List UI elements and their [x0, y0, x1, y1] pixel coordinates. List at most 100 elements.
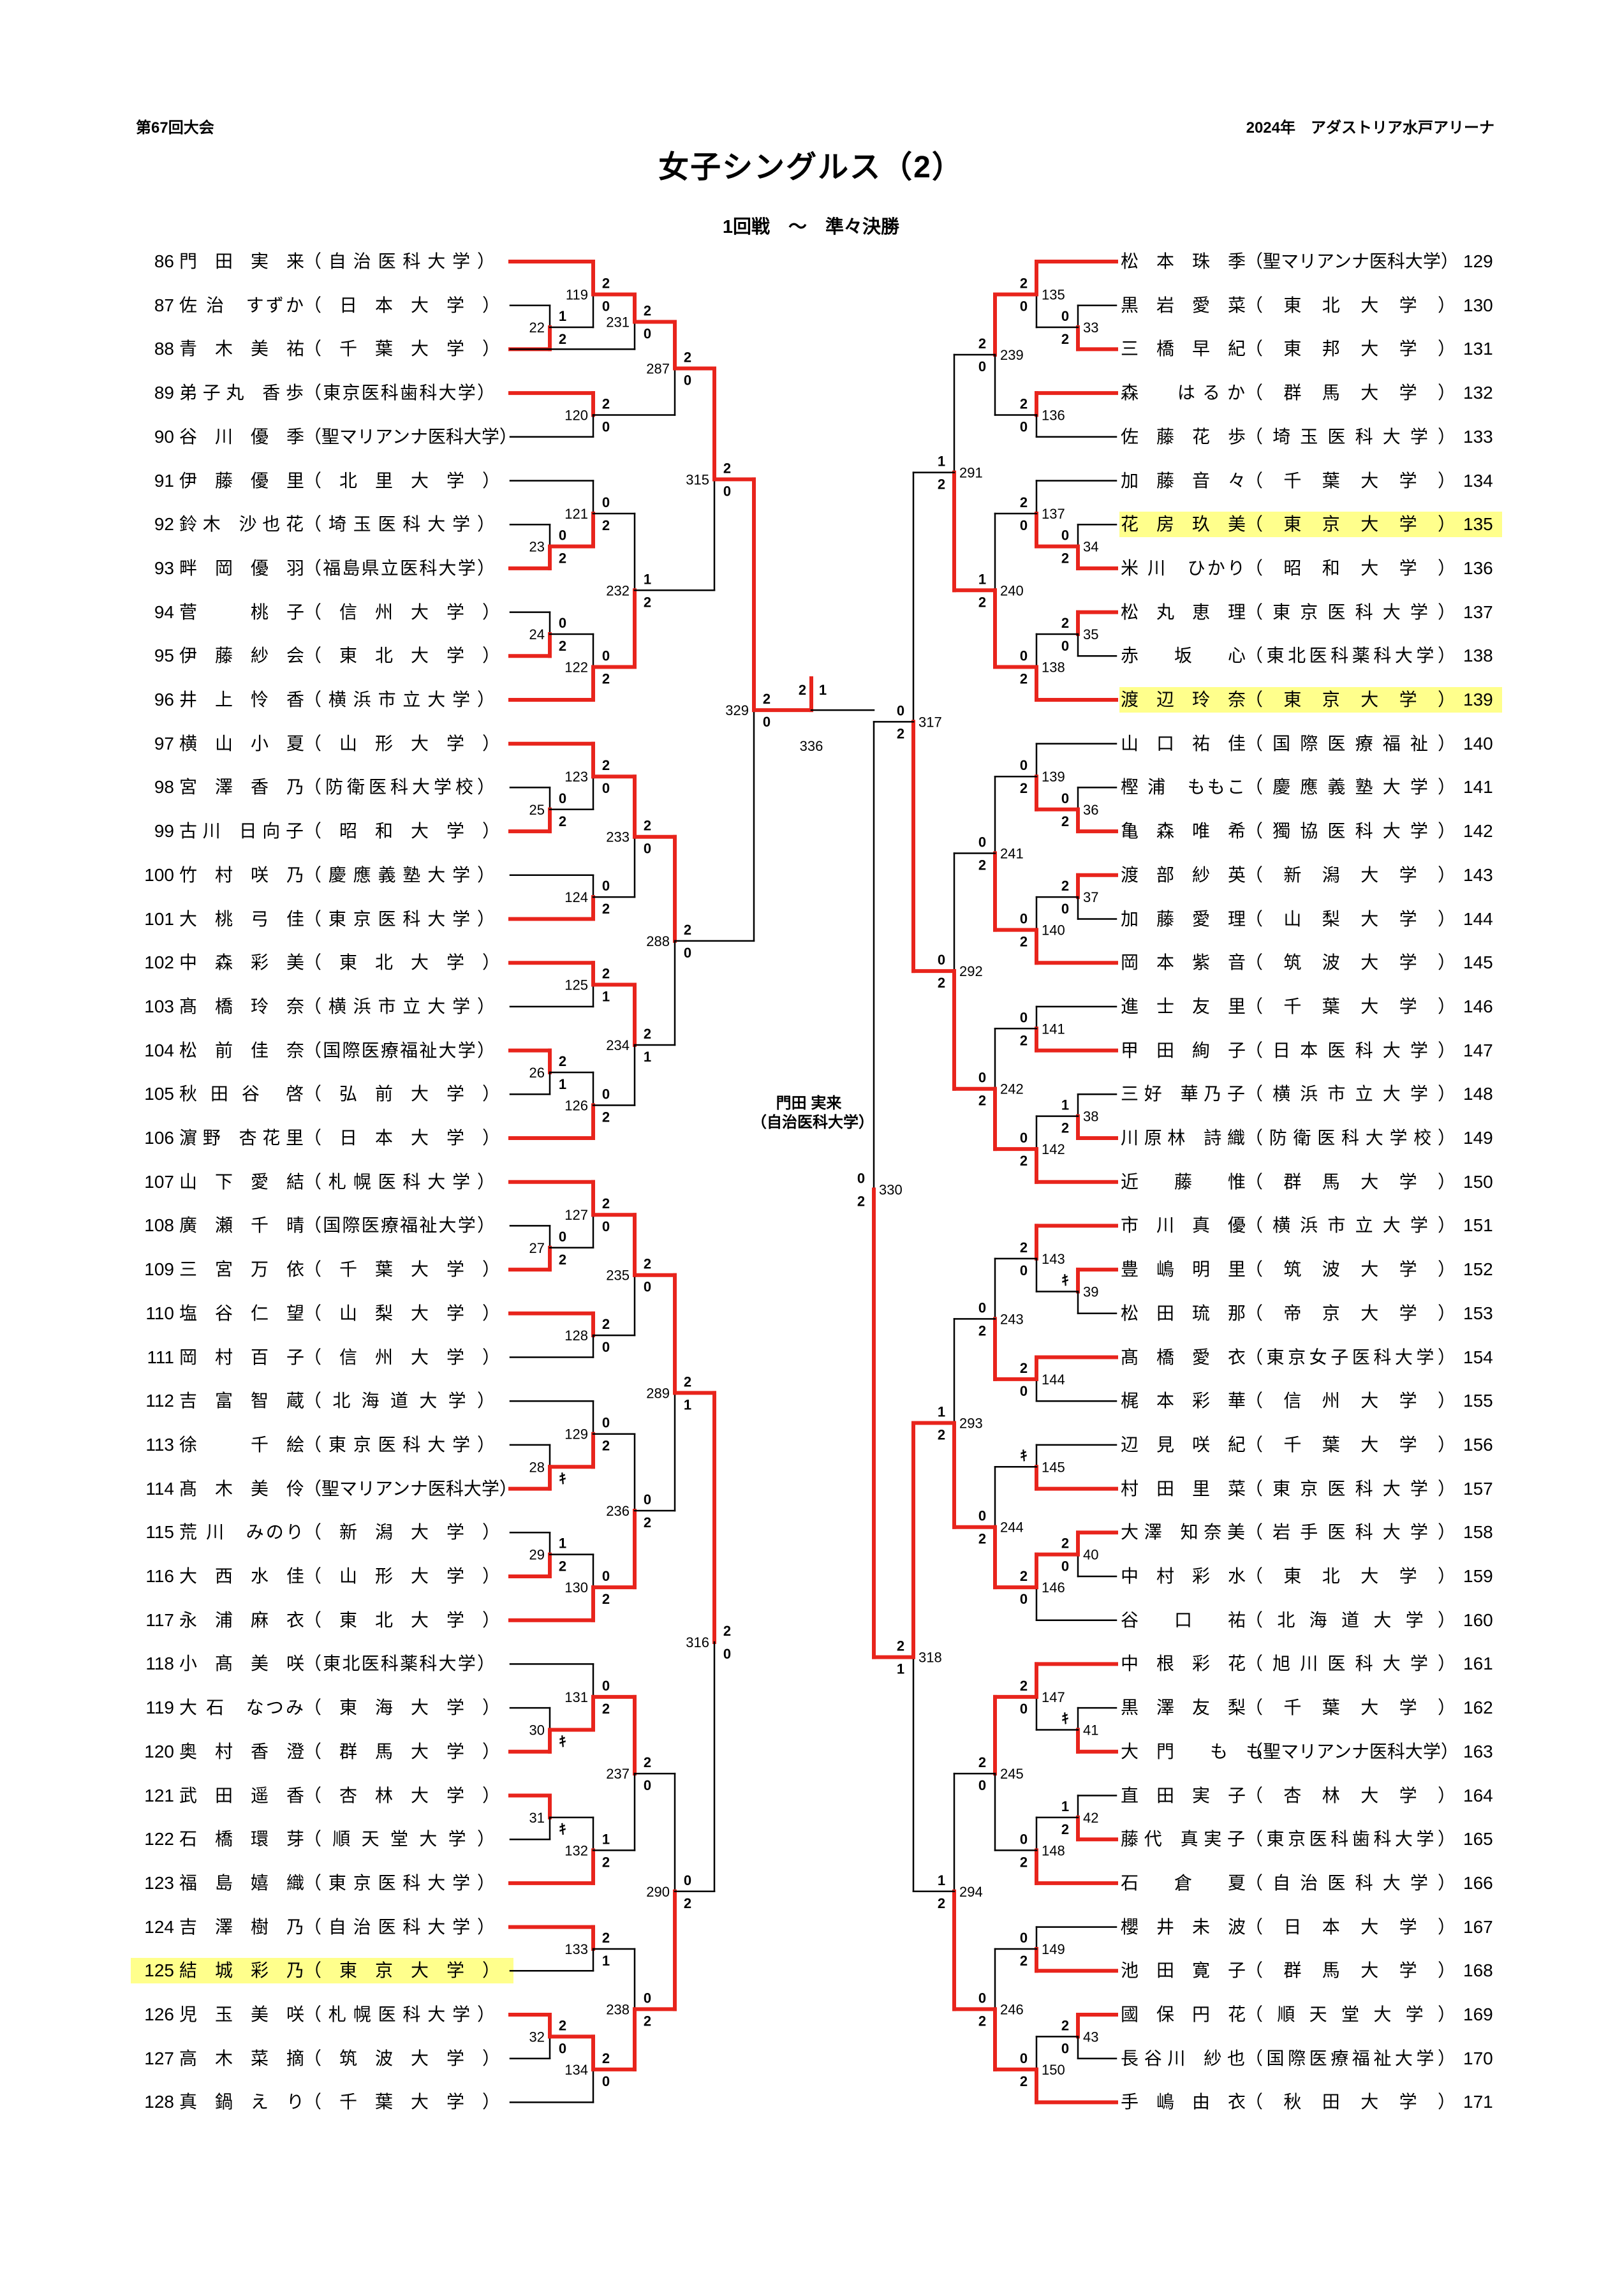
- score-bottom: 2: [602, 1591, 610, 1607]
- score-bottom: 0: [644, 1777, 651, 1793]
- match-number: 288: [646, 933, 670, 949]
- player-university: （ 岩 手 医 科 大 学 ）: [1245, 1522, 1456, 1543]
- score-top: 1: [559, 308, 566, 324]
- player-name: 米 川 ひかり: [1121, 558, 1245, 578]
- right-player-row: 渡 部 紗 英（ 新 潟 大 学 ）143: [1119, 863, 1502, 888]
- player-seq: 108: [144, 1215, 174, 1236]
- match-number: 244: [1000, 1520, 1024, 1536]
- score-top: 1: [1061, 1097, 1069, 1113]
- score-bottom: 0: [1020, 1701, 1028, 1717]
- player-name: 岡 本 紫 音: [1121, 952, 1246, 973]
- score-bottom: 2: [1020, 2073, 1028, 2089]
- score-bottom: 2: [684, 1895, 691, 1911]
- player-name: 赤 坂 心: [1121, 646, 1246, 666]
- score-bottom: 0: [644, 1279, 651, 1295]
- score-bottom: 0: [763, 714, 770, 730]
- player-name: 黒 岩 愛 菜: [1121, 295, 1246, 315]
- player-seq: 149: [1463, 1128, 1493, 1148]
- match-number: 129: [564, 1426, 588, 1442]
- player-name: 児 玉 美 咲: [179, 2004, 305, 2024]
- final-score-left: 2: [799, 682, 806, 698]
- score-bottom: 2: [1020, 1854, 1028, 1870]
- player-name: 花 房 玖 美: [1121, 514, 1246, 535]
- right-player-row: 松 本 珠 季（聖マリアンナ医科大学）129: [1119, 249, 1502, 274]
- right-player-row: 森 は る か（ 群 馬 大 学 ）132: [1119, 380, 1502, 406]
- score-top: 1: [644, 571, 651, 587]
- player-university: （ 日 本 大 学 ）: [304, 295, 501, 315]
- player-name: 小 髙 美 咲: [179, 1654, 305, 1674]
- player-university: （聖マリアンナ医科大学）: [1245, 1741, 1459, 1761]
- player-seq: 161: [1463, 1654, 1493, 1674]
- score-top: 0: [897, 702, 904, 718]
- match-number: 318: [918, 1650, 942, 1666]
- player-name: 畔 岡 優 羽: [179, 558, 305, 578]
- player-name: 池 田 寛 子: [1121, 1960, 1246, 1981]
- player-seq: 140: [1463, 733, 1493, 753]
- player-name: 谷 口 祐: [1121, 1610, 1246, 1630]
- score-top: 2: [1020, 1678, 1028, 1694]
- match-number: 136: [1042, 407, 1065, 423]
- score-top: 0: [978, 1508, 986, 1524]
- match-number: 43: [1083, 2029, 1098, 2045]
- score-top: 0: [602, 1678, 610, 1694]
- player-name: 高 木 菜 摘: [179, 2048, 305, 2068]
- player-university: （国際医療福祉大学）: [304, 1040, 495, 1060]
- player-seq: 163: [1463, 1741, 1493, 1761]
- player-seq: 112: [145, 1391, 174, 1411]
- round-range-subtitle: 1回戦 ～ 準々決勝: [722, 217, 900, 237]
- score-top: 2: [644, 1256, 651, 1272]
- score-top: 2: [1061, 878, 1069, 894]
- player-name: 長 谷 川 紗 也: [1121, 2048, 1245, 2068]
- player-name: 塩 谷 仁 望: [179, 1303, 305, 1323]
- score-top: 2: [1020, 276, 1028, 292]
- score-bottom: 2: [559, 1559, 566, 1574]
- score-top: 0: [1020, 2050, 1028, 2066]
- match-number: 38: [1083, 1109, 1098, 1125]
- player-seq: 111: [147, 1347, 174, 1367]
- score-top: 1: [1061, 1798, 1069, 1814]
- score-bottom: 0: [723, 483, 731, 499]
- player-seq: 116: [145, 1566, 174, 1586]
- player-name: 結 城 彩 乃: [179, 1960, 305, 1981]
- player-name: 樫 浦 ももこ: [1121, 777, 1245, 797]
- player-seq: 148: [1463, 1084, 1493, 1104]
- player-university: （ 横 浜 市 立 大 学 ）: [1245, 1084, 1456, 1104]
- match-number: 126: [564, 1097, 588, 1113]
- player-name: 黒 澤 友 梨: [1121, 1698, 1246, 1718]
- player-name: 三 好 華 乃 子: [1121, 1084, 1245, 1104]
- score-bottom: 0: [602, 299, 610, 315]
- score-top: 2: [1061, 2017, 1069, 2033]
- player-university: （ 埼 玉 医 科 大 学 ）: [1245, 426, 1456, 447]
- score-bottom: 0: [1020, 517, 1028, 533]
- player-seq: 131: [1463, 339, 1493, 359]
- match-number: 123: [564, 769, 588, 785]
- score-bottom: 2: [559, 331, 566, 347]
- player-seq: 107: [144, 1171, 174, 1192]
- player-university: （ 筑 波 大 学 ）: [1245, 1259, 1456, 1280]
- score-top: 0: [1020, 1130, 1028, 1146]
- match-number: 34: [1083, 539, 1098, 555]
- player-name: 井 上 怜 香: [179, 690, 305, 709]
- right-player-row: 中 村 彩 水（ 東 北 大 学 ）159: [1119, 1564, 1502, 1589]
- player-name: 徐 千 絵: [179, 1434, 305, 1455]
- player-seq: 155: [1463, 1391, 1493, 1411]
- player-seq: 137: [1463, 602, 1493, 622]
- player-name: 廣 瀬 千 晴: [179, 1215, 305, 1236]
- player-university: （ 自 治 医 科 大 学 ）: [1245, 1872, 1456, 1893]
- player-university: （ 横 浜 市 立 大 学 ）: [304, 690, 495, 709]
- match-number: 329: [725, 702, 749, 718]
- player-seq: 95: [154, 646, 174, 666]
- score-bottom: 2: [1061, 813, 1069, 829]
- champion-university: （自治医科大学）: [751, 1114, 874, 1131]
- score-bottom: 2: [1020, 1953, 1028, 1969]
- right-player-row: 山 口 祐 佳（ 国 際 医 療 福 祉 ）140: [1119, 731, 1502, 757]
- player-seq: 87: [154, 295, 174, 315]
